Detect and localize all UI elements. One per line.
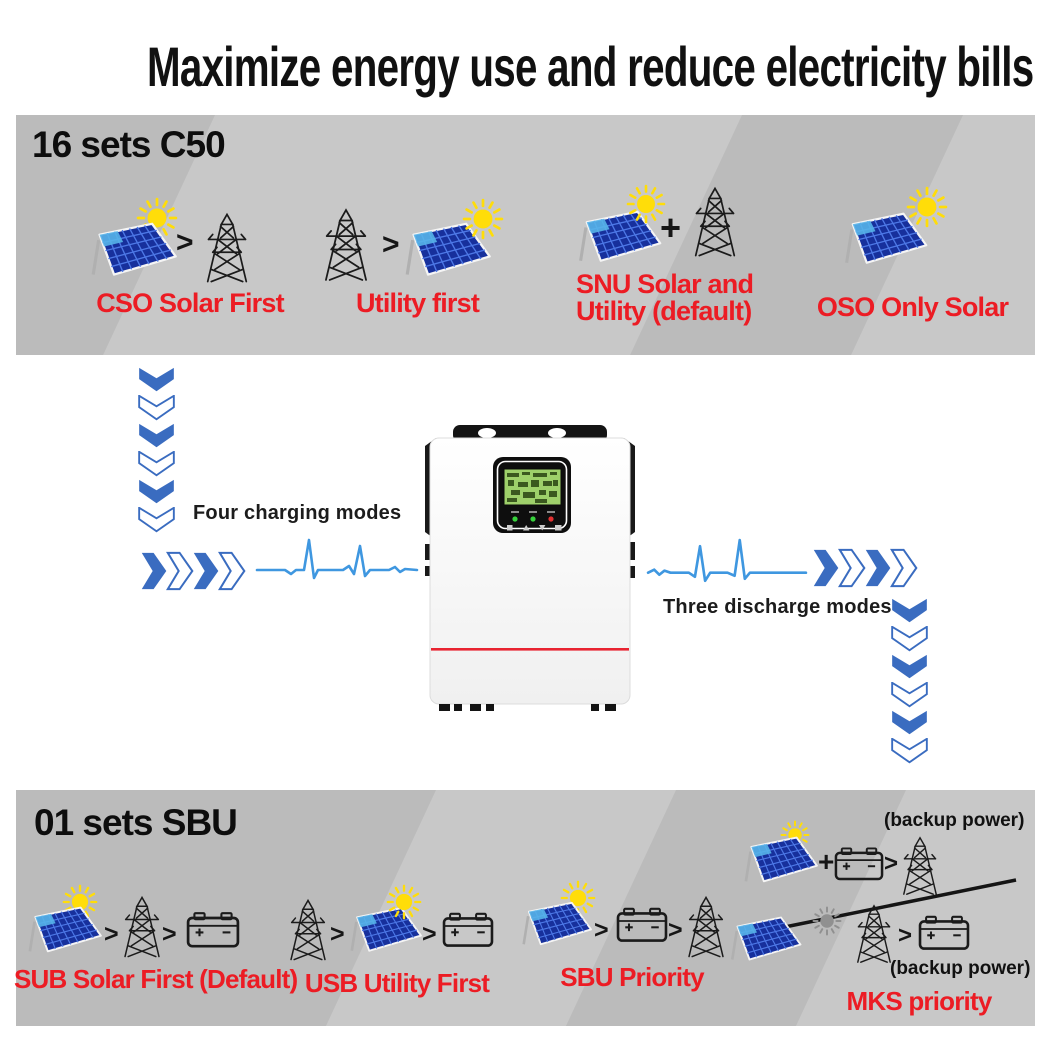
chevron-right-row-left	[138, 551, 242, 591]
plus-symbol: +	[818, 846, 835, 877]
chevron-down-icon	[888, 654, 931, 680]
power-tower-icon	[202, 212, 252, 284]
greater-than-symbol: >	[898, 922, 913, 949]
greater-than-symbol: >	[594, 916, 609, 944]
power-tower-icon	[286, 898, 330, 962]
greater-than-symbol: >	[884, 850, 899, 877]
chevron-down-icon	[135, 423, 178, 449]
chevron-down-icon	[135, 479, 178, 505]
discharge-modes-banner	[16, 790, 1035, 1026]
page-title: Maximize energy use and reduce electrici…	[147, 35, 1034, 98]
pulse-line-icon	[646, 538, 808, 583]
mode-label-usb: USB Utility First	[304, 968, 490, 998]
battery-icon	[442, 908, 494, 952]
chevron-right-icon	[216, 551, 249, 591]
power-tower-icon	[852, 904, 896, 964]
greater-than-symbol: >	[382, 228, 400, 261]
inverter-image	[425, 425, 635, 711]
battery-icon	[616, 904, 668, 946]
power-tower-icon	[320, 204, 372, 286]
sun-icon	[386, 884, 422, 920]
greater-than-symbol: >	[422, 920, 437, 948]
mode-label-snu-line1: SNU Solar and	[576, 269, 754, 299]
mode-label-oso: OSO Only Solar	[816, 292, 1009, 322]
backup-power-label-top: (backup power)	[884, 810, 1025, 831]
solar-panel-icon	[728, 916, 804, 964]
chevron-down-icon	[888, 738, 931, 764]
chevron-down-icon	[135, 507, 178, 533]
discharge-banner-heading: 01 sets SBU	[34, 802, 238, 843]
solar-panel-icon	[26, 906, 104, 956]
chevron-right-row-right	[810, 548, 914, 588]
chevron-down-column-left	[135, 367, 178, 533]
mode-label-sbu: SBU Priority	[560, 962, 704, 992]
power-tower-icon	[690, 186, 740, 258]
greater-than-symbol: >	[104, 920, 119, 948]
discharge-modes-label: Three discharge modes	[663, 596, 892, 618]
mode-label-sub: SUB Solar First (Default)	[14, 964, 298, 994]
greater-than-symbol: >	[668, 916, 683, 944]
sun-gray-icon	[812, 906, 842, 936]
backup-power-label-bottom: (backup power)	[890, 958, 1031, 979]
solar-panel-icon	[88, 222, 180, 280]
greater-than-symbol: >	[162, 920, 177, 948]
chevron-down-icon	[888, 598, 931, 624]
chevron-down-icon	[888, 682, 931, 708]
battery-icon	[186, 908, 240, 952]
charging-modes-label: Four charging modes	[193, 502, 402, 524]
chevron-down-icon	[888, 626, 931, 652]
power-tower-icon	[120, 894, 164, 960]
charging-banner-heading: 16 sets C50	[32, 124, 226, 165]
sun-icon	[462, 198, 504, 240]
power-tower-icon	[684, 894, 728, 960]
pulse-line-icon	[255, 538, 419, 580]
mode-label-snu-line2: Utility (default)	[576, 296, 752, 326]
sun-icon	[906, 186, 948, 228]
greater-than-symbol: >	[330, 920, 345, 948]
chevron-down-icon	[888, 710, 931, 736]
chevron-down-icon	[135, 451, 178, 477]
chevron-down-icon	[135, 395, 178, 421]
chevron-down-icon	[135, 367, 178, 393]
divider-line	[769, 878, 1017, 932]
chevron-down-column-right	[888, 598, 931, 764]
solar-panel-icon	[520, 900, 594, 950]
battery-icon	[918, 912, 970, 954]
mode-label-utility: Utility first	[355, 288, 480, 318]
plus-symbol: +	[660, 207, 682, 248]
chevron-right-icon	[888, 548, 921, 588]
greater-than-symbol: >	[176, 226, 194, 259]
mode-label-mks: MKS priority	[846, 986, 993, 1016]
mode-label-cso: CSO Solar First	[96, 288, 284, 318]
